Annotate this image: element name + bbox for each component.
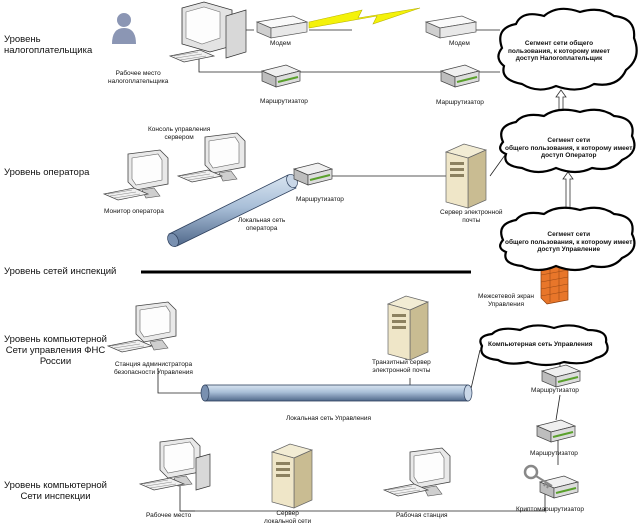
level-title-taxpayer: Уровень налогоплательщика [4,34,93,56]
label-modem-2: Модем [449,40,470,47]
crypto-key-icon [523,464,579,499]
label-router-operator: Маршрутизатор [296,196,344,203]
label-admin-lan: Локальная сеть Управления [286,415,372,422]
label-crypto-router: Криптомаршрутизатор [516,506,584,513]
server-icon [271,443,313,509]
server-icon [445,143,487,209]
label-transit-server: Транзитный сервер электронной почты [372,359,431,374]
cloud-label-computer-net: Компьютерная сеть Управления [488,341,593,348]
workstation-icon [139,437,211,491]
level-title-operator: Уровень оператора [4,167,90,178]
level-title-inspection-comp: Уровень компьютерной Сети инспекции [4,480,107,502]
cloud-label-operator: Сегмент сети общего пользования, к котор… [505,137,633,159]
label-operator-lan: Локальная сеть оператора [238,217,286,232]
label-server-console: Консоль управления сервером [148,126,211,141]
cloud-label-taxpayer: Сегмент сети общего пользования, к котор… [508,40,610,62]
router-icon [541,364,581,388]
router-icon [440,64,480,88]
level-title-fns-net: Уровень компьютерной Сети управления ФНС… [4,334,107,367]
label-router-admin-2: Маршрутизатор [530,450,578,457]
network-bus-icon [200,384,473,402]
workstation-icon [383,447,451,497]
label-modem-1: Модем [270,40,291,47]
network-bus-icon [167,173,298,248]
modem-icon [425,15,477,39]
label-lan-server: Сервер локальной сети [264,510,312,525]
label-router-taxpayer-1: Маршрутизатор [260,98,308,105]
router-icon [536,419,576,443]
label-mail-server: Сервер электронной почты [440,209,503,224]
router-icon [293,162,333,186]
label-workplace-taxpayer: Рабочее место налогоплательщика [108,70,169,85]
label-operator-monitor: Монитор оператора [104,208,164,215]
level-title-inspections-net: Уровень сетей инспекций [4,266,117,277]
label-workstation: Рабочая станция [396,512,448,519]
workstation-icon [169,1,247,63]
cloud-icon [479,7,638,367]
label-router-taxpayer-2: Маршрутизатор [436,99,484,106]
cloud-label-admin: Сегмент сети общего пользования, к котор… [505,231,633,253]
label-router-admin-1: Маршрутизатор [531,387,579,394]
label-workplace: Рабочее место [146,512,192,519]
monitor-icon [107,301,177,353]
label-admin-station: Станция администратора безопасности Упра… [114,361,193,376]
lightning-link-icon [308,7,421,29]
server-icon [387,295,429,361]
label-firewall: Межсетевой экран Управления [478,293,534,308]
monitor-icon [103,149,169,201]
modem-icon [256,15,308,39]
user-icon [112,13,136,44]
router-icon [261,64,301,88]
